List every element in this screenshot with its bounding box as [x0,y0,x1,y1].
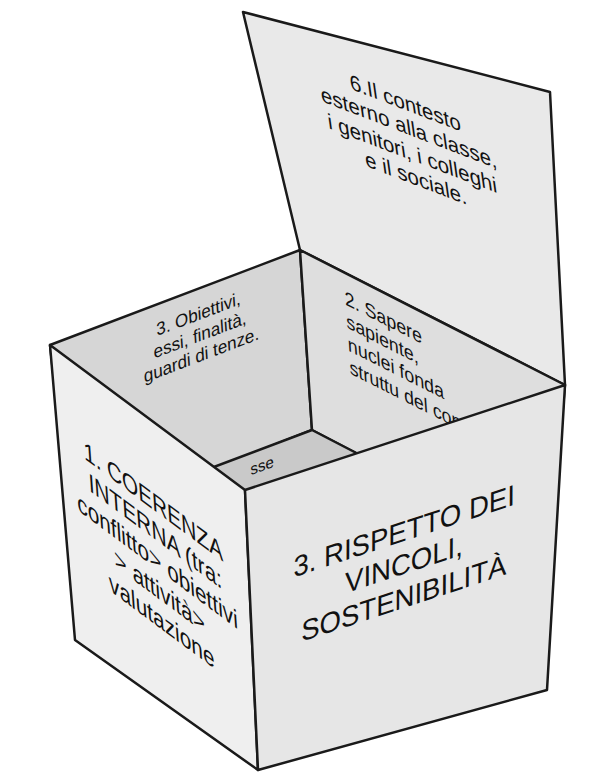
face-outline [50,345,258,770]
face-outline [245,385,565,770]
front-left-face: 1. COERENZA INTERNA (tra: conflitto> obi… [50,345,258,770]
front-right-face: 3. RISPETTO DEI VINCOLI, SOSTENIBILITÀ [245,385,565,770]
